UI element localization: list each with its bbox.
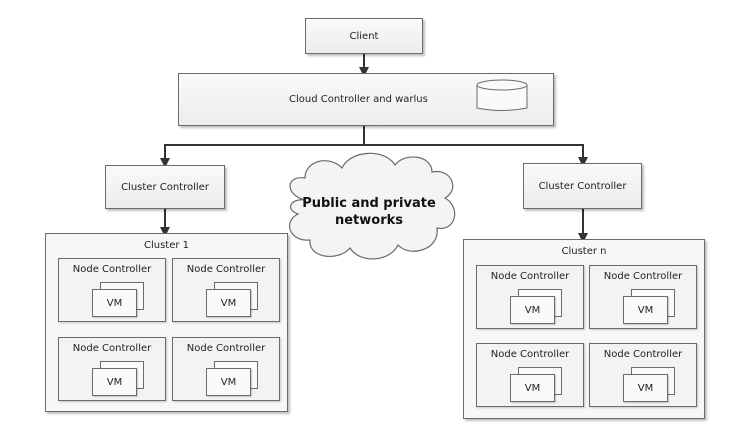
node-controller: Node Controller VM — [589, 343, 697, 407]
vm-label: VM — [524, 304, 541, 316]
node-controller: Node Controller VM — [476, 265, 584, 329]
vm-box: VM — [92, 289, 137, 317]
cluster-n-title: Cluster n — [561, 246, 607, 257]
database-cylinder-icon — [476, 79, 528, 111]
node-controller: Node Controller VM — [58, 258, 166, 322]
vm-box: VM — [206, 368, 251, 396]
node-controller-label: Node Controller — [186, 264, 266, 275]
cluster-controller-right: Cluster Controller — [523, 163, 642, 209]
cluster-controller-left: Cluster Controller — [105, 165, 225, 209]
vm-box: VM — [623, 374, 668, 402]
vm-box: VM — [206, 289, 251, 317]
network-label-line-1: Public and private — [302, 196, 436, 211]
network-cloud-shape — [288, 152, 456, 260]
node-controller-label: Node Controller — [490, 271, 570, 282]
edge-to-cluster-controller-right — [364, 144, 588, 167]
vm-label: VM — [220, 297, 237, 309]
cluster-controller-left-label: Cluster Controller — [121, 181, 209, 193]
node-controller-label: Node Controller — [603, 271, 683, 282]
vm-label: VM — [637, 304, 654, 316]
node-controller-label: Node Controller — [72, 343, 152, 354]
vm-box: VM — [623, 296, 668, 324]
node-controller: Node Controller VM — [476, 343, 584, 407]
node-controller-label: Node Controller — [186, 343, 266, 354]
node-controller: Node Controller VM — [172, 258, 280, 322]
vm-box: VM — [510, 374, 555, 402]
node-controller-label: Node Controller — [72, 264, 152, 275]
cloud-controller-box: Cloud Controller and warlus — [178, 73, 554, 126]
vm-box: VM — [92, 368, 137, 396]
vm-label: VM — [524, 382, 541, 394]
node-controller-label: Node Controller — [490, 349, 570, 360]
cluster-1-title: Cluster 1 — [143, 240, 190, 251]
cluster-n: Cluster n Node Controller VM Node Contro… — [463, 239, 705, 419]
node-controller: Node Controller VM — [172, 337, 280, 401]
edge-to-cluster-controller-left — [160, 144, 364, 168]
node-controller: Node Controller VM — [589, 265, 697, 329]
cloud-controller-label: Cloud Controller and warlus — [289, 94, 428, 105]
cluster-1: Cluster 1 Node Controller VM Node Contro… — [45, 233, 288, 412]
network-label-line-2: networks — [334, 213, 404, 228]
cluster-controller-right-label: Cluster Controller — [538, 180, 627, 192]
vm-label: VM — [220, 376, 237, 388]
client-box: Client — [305, 18, 423, 54]
client-label: Client — [349, 30, 379, 42]
node-controller-label: Node Controller — [603, 349, 683, 360]
vm-label: VM — [106, 376, 123, 388]
vm-label: VM — [637, 382, 654, 394]
network-cloud-label: Public and private networks — [283, 195, 455, 229]
vm-label: VM — [106, 297, 123, 309]
node-controller: Node Controller VM — [58, 337, 166, 401]
vm-box: VM — [510, 296, 555, 324]
